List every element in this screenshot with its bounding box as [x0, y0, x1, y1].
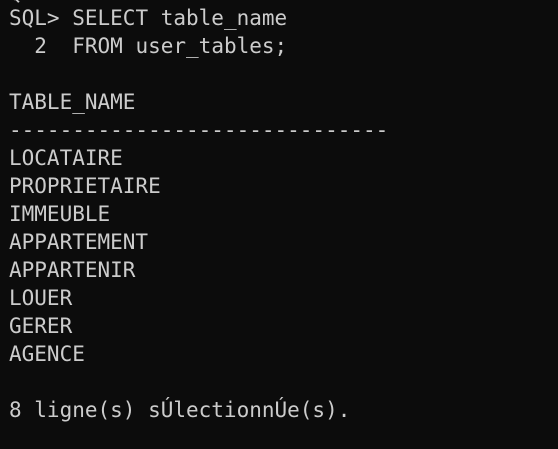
- query-line-1: SQL> SELECT table_name: [9, 4, 558, 32]
- result-row: PROPRIETAIRE: [9, 174, 161, 198]
- blank-line: [9, 368, 558, 396]
- rows-selected-footer: 8 ligne(s) sÚlectionnÚe(s).: [9, 398, 351, 422]
- result-row: GERER: [9, 314, 73, 338]
- query-text-2: FROM user_tables;: [72, 34, 288, 58]
- result-row: APPARTENIR: [9, 258, 136, 282]
- query-text-1: SELECT table_name: [72, 6, 288, 30]
- result-row: LOCATAIRE: [9, 146, 123, 170]
- blank-line: [9, 60, 558, 88]
- result-row: IMMEUBLE: [9, 202, 111, 226]
- column-separator: ------------------------------: [9, 118, 389, 142]
- column-header: TABLE_NAME: [9, 90, 136, 114]
- scrolled-partial-line: Q: [9, 0, 22, 7]
- result-row: LOUER: [9, 286, 73, 310]
- query-line-2: 2 FROM user_tables;: [9, 32, 558, 60]
- line-number: 2: [34, 34, 47, 58]
- sql-prompt: SQL>: [9, 6, 60, 30]
- result-row: AGENCE: [9, 342, 85, 366]
- result-row: APPARTEMENT: [9, 230, 149, 254]
